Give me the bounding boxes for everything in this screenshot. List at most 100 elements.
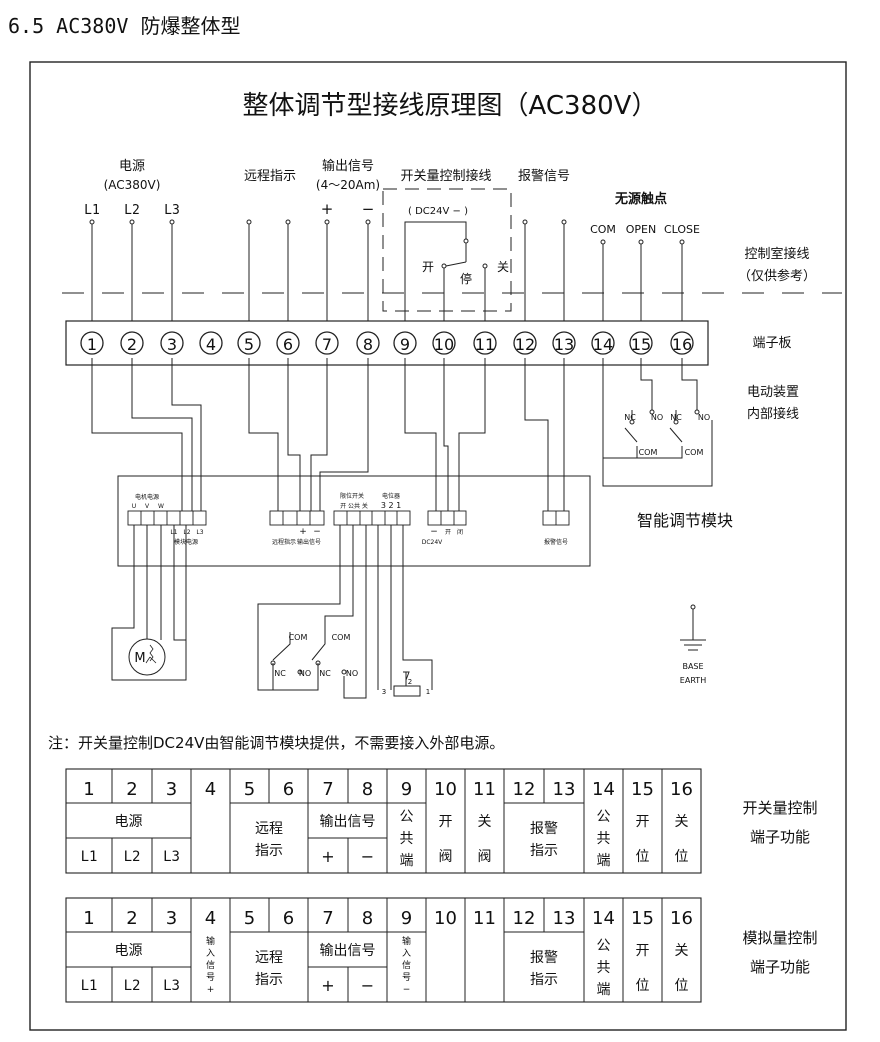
cell-14: 公 bbox=[597, 938, 611, 954]
module-pot: 电位器 bbox=[382, 492, 400, 500]
limit-switch-wires bbox=[257, 525, 433, 699]
switch-control-label: 开关量控制接线 bbox=[400, 168, 491, 184]
table-header-16: 16 bbox=[670, 908, 693, 929]
cell-14: 共 bbox=[597, 831, 611, 847]
module-plus: + bbox=[299, 527, 307, 537]
terminal-number-16: 16 bbox=[672, 335, 692, 354]
cell-11-b: 阀 bbox=[478, 849, 492, 865]
terminal-number-3: 3 bbox=[167, 335, 177, 354]
cell-alarm-2: 指示 bbox=[530, 972, 558, 988]
table-header-6: 6 bbox=[283, 779, 294, 800]
cell-l3: L3 bbox=[163, 978, 180, 994]
limit-com-2: COM bbox=[332, 633, 351, 642]
terminal-number-12: 12 bbox=[515, 335, 535, 354]
pot-pin-2: 2 bbox=[408, 678, 412, 686]
cell-15-b: 位 bbox=[636, 978, 650, 994]
terminal-number-13: 13 bbox=[554, 335, 574, 354]
table-header-4: 4 bbox=[205, 779, 216, 800]
cell-16-b: 位 bbox=[675, 978, 689, 994]
cell-9: 信 bbox=[402, 959, 411, 971]
module-motor-power: 电机电源 bbox=[135, 493, 159, 501]
limit-com-1: COM bbox=[289, 633, 308, 642]
table-header-9: 9 bbox=[401, 908, 412, 929]
cell-9: 号 bbox=[402, 972, 411, 983]
label-open: OPEN bbox=[626, 223, 656, 236]
module-kai: 开 bbox=[445, 529, 451, 536]
cell-14: 共 bbox=[597, 960, 611, 976]
module-l3: L3 bbox=[196, 529, 203, 536]
terminal-5 bbox=[237, 331, 261, 355]
table1-side-label-1: 开关量控制 bbox=[742, 799, 817, 817]
cell-alarm-1: 报警 bbox=[530, 950, 558, 966]
table-header-5: 5 bbox=[244, 779, 255, 800]
module-limit-sub: 开 公共 关 bbox=[340, 502, 368, 510]
cell-16-a: 关 bbox=[675, 943, 689, 959]
table-header-2: 2 bbox=[126, 908, 137, 929]
switch-close-label: 关 bbox=[497, 260, 509, 274]
table2-side-label-2: 端子功能 bbox=[750, 958, 810, 976]
com-label-2: COM bbox=[685, 448, 704, 457]
label-l1: L1 bbox=[84, 203, 100, 218]
terminal-number-14: 14 bbox=[593, 335, 613, 354]
cell-output: 输出信号 bbox=[320, 814, 376, 830]
table1-side-label-2: 端子功能 bbox=[750, 828, 810, 846]
cell-remote-2: 指示 bbox=[255, 972, 283, 988]
cell-9: − bbox=[403, 985, 411, 995]
table-header-11: 11 bbox=[473, 779, 496, 800]
alarm-group-label: 报警信号 bbox=[518, 168, 570, 184]
cell-4: 信 bbox=[206, 959, 215, 971]
cell-9: 共 bbox=[400, 831, 414, 847]
table-header-4: 4 bbox=[205, 908, 216, 929]
terminal-number-2: 2 bbox=[127, 335, 137, 354]
cell-11-a: 关 bbox=[478, 814, 492, 830]
motor-symbol: M bbox=[134, 651, 145, 666]
earth-symbol bbox=[680, 604, 706, 651]
module-pot-nums: 3 2 1 bbox=[381, 501, 401, 510]
terminal-number-10: 10 bbox=[434, 335, 454, 354]
terminal-7 bbox=[315, 331, 339, 355]
dc24v-label: ( DC24V − ) bbox=[408, 206, 468, 217]
cell-l3: L3 bbox=[163, 849, 180, 865]
cell-output: 输出信号 bbox=[320, 943, 376, 959]
no-label-2: NO bbox=[698, 413, 710, 422]
cell-4: + bbox=[207, 985, 215, 995]
terminal-11 bbox=[473, 331, 497, 355]
cell-10-b: 阀 bbox=[439, 849, 453, 865]
module-u: U bbox=[132, 503, 136, 510]
limit-nc-2: NC bbox=[319, 669, 331, 678]
cell-minus: − bbox=[361, 976, 374, 995]
cell-14: 端 bbox=[597, 982, 611, 998]
table-header-13: 13 bbox=[553, 779, 576, 800]
cell-remote-1: 远程 bbox=[255, 821, 283, 837]
cell-power: 电源 bbox=[115, 814, 143, 830]
table-header-15: 15 bbox=[631, 908, 654, 929]
table-header-14: 14 bbox=[592, 779, 615, 800]
earth-base: BASE bbox=[682, 662, 703, 671]
table-header-7: 7 bbox=[322, 908, 333, 929]
terminal-number-11: 11 bbox=[475, 335, 495, 354]
terminal-number-5: 5 bbox=[244, 335, 254, 354]
terminal-number-15: 15 bbox=[631, 335, 651, 354]
power-group-label: 电源 bbox=[119, 159, 145, 174]
output-range-label: (4～20Am) bbox=[316, 178, 380, 192]
no-label-1: NO bbox=[651, 413, 663, 422]
label-minus: − bbox=[362, 200, 375, 218]
cell-15-a: 开 bbox=[636, 814, 650, 830]
terminal-10 bbox=[432, 331, 456, 355]
pot-pin-3: 3 bbox=[382, 688, 386, 696]
motor-wires bbox=[111, 525, 187, 681]
remote-group-label: 远程指示 bbox=[244, 169, 296, 184]
module-dc-minus: − bbox=[430, 527, 438, 537]
terminal-15 bbox=[629, 331, 653, 355]
table-header-16: 16 bbox=[670, 779, 693, 800]
table-header-1: 1 bbox=[83, 779, 94, 800]
cell-power: 电源 bbox=[115, 943, 143, 959]
cell-16-b: 位 bbox=[675, 849, 689, 865]
terminal-number-4: 4 bbox=[206, 335, 216, 354]
table-header-5: 5 bbox=[244, 908, 255, 929]
output-group-label: 输出信号 bbox=[322, 158, 374, 174]
terminal-number-6: 6 bbox=[283, 335, 293, 354]
table2-side-label-1: 模拟量控制 bbox=[742, 929, 817, 947]
table-frame bbox=[65, 768, 702, 874]
